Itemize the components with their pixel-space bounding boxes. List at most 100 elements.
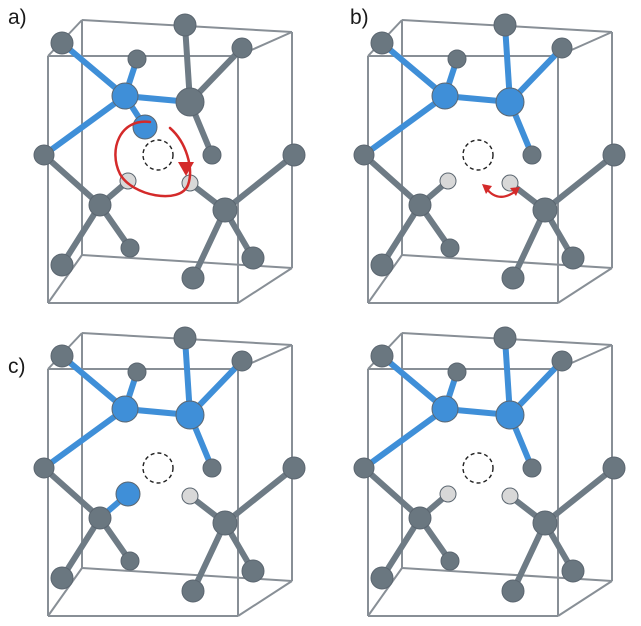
cell-edge xyxy=(237,267,293,304)
atom xyxy=(212,197,238,223)
atom xyxy=(120,551,140,571)
hopping-arrow xyxy=(482,184,520,198)
panel-a: a) xyxy=(0,0,320,313)
atom xyxy=(231,37,253,59)
atom xyxy=(522,145,542,165)
bond xyxy=(542,465,617,526)
atom xyxy=(493,326,517,350)
panel-b-structure xyxy=(353,13,626,304)
atom xyxy=(495,87,525,117)
bond xyxy=(379,353,448,412)
atom xyxy=(370,253,394,277)
panel-c: c) xyxy=(0,313,320,626)
cell-edge xyxy=(47,567,83,617)
bond xyxy=(361,406,448,471)
panel-b: b) xyxy=(320,0,640,313)
vacancy-a xyxy=(142,139,174,171)
atom xyxy=(181,579,205,603)
bond xyxy=(59,353,128,412)
panel-b-label: b) xyxy=(350,6,369,29)
atom xyxy=(602,143,626,167)
arrow-head-right xyxy=(510,187,520,196)
atom xyxy=(50,566,74,590)
atom xyxy=(202,458,222,478)
atom xyxy=(132,114,158,140)
panel-c-structure xyxy=(33,326,306,617)
cell-edge xyxy=(367,567,403,617)
atom xyxy=(551,37,573,59)
atom xyxy=(231,350,253,372)
panel-a-label: a) xyxy=(8,6,27,29)
bond xyxy=(222,465,297,526)
atom xyxy=(431,395,459,423)
panel-d-structure xyxy=(353,326,626,617)
atoms xyxy=(33,13,306,290)
atom xyxy=(181,487,199,505)
atom xyxy=(439,172,457,190)
atom xyxy=(127,49,147,69)
atom xyxy=(88,506,112,530)
atom xyxy=(440,551,460,571)
atom xyxy=(431,82,459,110)
atom xyxy=(370,31,394,55)
atom xyxy=(532,197,558,223)
atom xyxy=(127,362,147,382)
atoms xyxy=(33,326,306,603)
atom xyxy=(602,456,626,480)
atom xyxy=(532,510,558,536)
bond xyxy=(41,406,128,471)
panel-d xyxy=(320,313,640,626)
atom xyxy=(353,144,375,166)
atom xyxy=(522,458,542,478)
atom xyxy=(440,238,460,258)
atom xyxy=(501,487,519,505)
arrow-head-left xyxy=(482,184,492,194)
atoms xyxy=(353,326,626,603)
atom xyxy=(501,266,525,290)
atom xyxy=(408,506,432,530)
atom xyxy=(282,143,306,167)
cell-edge xyxy=(557,580,613,617)
atoms xyxy=(353,13,626,290)
atom xyxy=(241,246,265,270)
rotation-arrow xyxy=(114,120,194,198)
panel-c-label: c) xyxy=(8,355,26,378)
bond xyxy=(510,207,548,281)
bond xyxy=(222,152,297,213)
atom xyxy=(120,238,140,258)
atom xyxy=(241,559,265,583)
atom xyxy=(111,82,139,110)
atom xyxy=(50,344,74,368)
arrow-head xyxy=(178,162,194,176)
atom xyxy=(495,400,525,430)
atom xyxy=(561,246,585,270)
bond xyxy=(361,93,448,158)
bond xyxy=(190,520,228,594)
atom xyxy=(551,350,573,372)
atom xyxy=(212,510,238,536)
atom xyxy=(493,13,517,37)
atom xyxy=(353,457,375,479)
bond xyxy=(41,152,103,208)
bond xyxy=(190,207,228,281)
atom xyxy=(447,49,467,69)
atom xyxy=(33,144,55,166)
atom xyxy=(501,174,519,192)
atom xyxy=(50,31,74,55)
bond xyxy=(510,520,548,594)
atom xyxy=(439,485,457,503)
vacancy-b xyxy=(462,139,494,171)
bond xyxy=(41,465,103,521)
atom xyxy=(175,400,205,430)
atom xyxy=(173,326,197,350)
bond xyxy=(59,40,128,99)
atom xyxy=(115,481,141,507)
atom xyxy=(370,344,394,368)
bond xyxy=(59,202,103,268)
atom xyxy=(175,87,205,117)
atom xyxy=(88,193,112,217)
atom xyxy=(447,362,467,382)
atom xyxy=(202,145,222,165)
atom xyxy=(282,456,306,480)
